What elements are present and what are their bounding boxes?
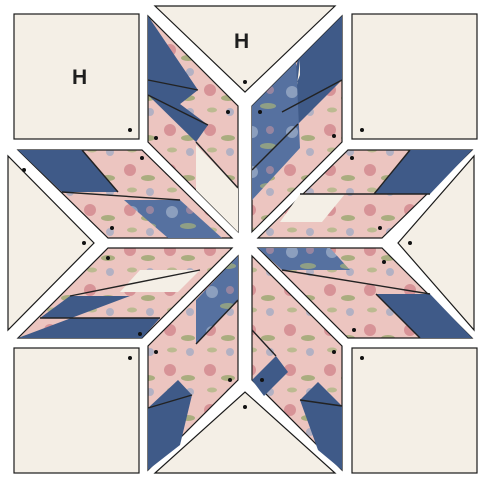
registration-dot (258, 110, 262, 114)
registration-dot (128, 356, 132, 360)
registration-dot (128, 128, 132, 132)
registration-dot (154, 350, 158, 354)
registration-dot (332, 134, 336, 138)
registration-dot (243, 80, 247, 84)
registration-dot (360, 356, 364, 360)
registration-dot (106, 256, 110, 260)
registration-dot (378, 226, 382, 230)
registration-dot (228, 378, 232, 382)
registration-dot (226, 110, 230, 114)
corner-square-bottom-left (14, 348, 139, 473)
corner-square-bottom-right (352, 348, 477, 473)
registration-dot (382, 260, 386, 264)
registration-dot (154, 136, 158, 140)
registration-dot (408, 241, 412, 245)
registration-dot (332, 350, 336, 354)
registration-dot (110, 226, 114, 230)
registration-dot (138, 332, 142, 336)
triangle-top-label: H (234, 30, 249, 53)
corner-top-left-label: H (72, 66, 87, 89)
registration-dot (140, 156, 144, 160)
registration-dot (360, 128, 364, 132)
registration-dot (260, 378, 264, 382)
registration-dot (352, 328, 356, 332)
registration-dot (22, 168, 26, 172)
registration-dot (243, 405, 247, 409)
corner-square-top-right (352, 14, 477, 139)
registration-dot (350, 156, 354, 160)
registration-dot (82, 241, 86, 245)
